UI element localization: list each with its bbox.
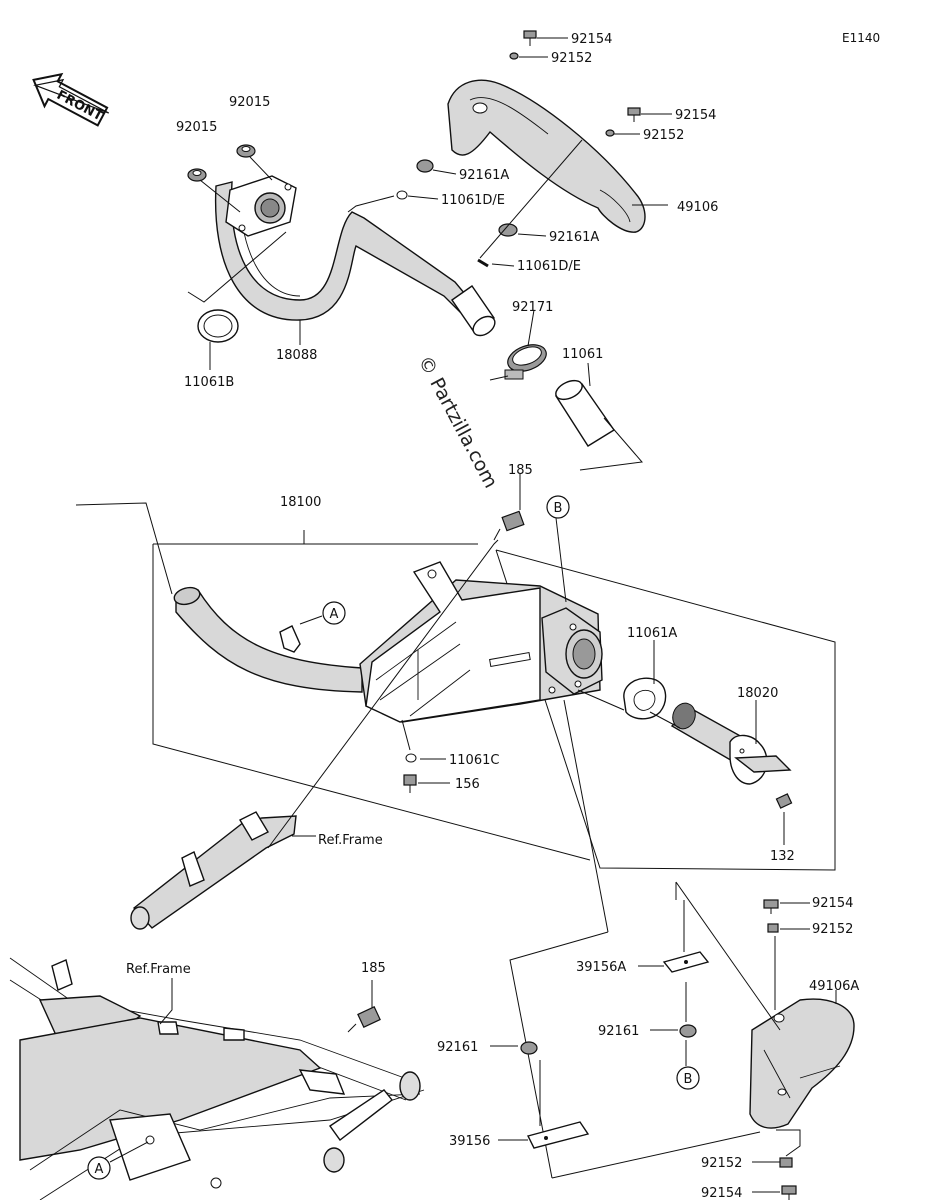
callout-92152: 92152 [643, 128, 684, 143]
diagram-code: E1140 [842, 31, 880, 45]
svg-text:A: A [330, 607, 339, 622]
nut-92015-a [187, 168, 207, 182]
exhaust-flange [225, 175, 297, 237]
callout-49106a: 49106A [809, 979, 859, 994]
callout-18020: 18020 [737, 686, 778, 701]
callout-39156: 39156 [449, 1134, 490, 1149]
callout-92154: 92154 [701, 1186, 742, 1200]
callout-92154: 92154 [675, 108, 716, 123]
callout-92152: 92152 [551, 51, 592, 66]
marker-a-lower: A [87, 1156, 111, 1180]
grommet-92161-left [520, 1041, 538, 1055]
bolt-185-bottom [347, 1006, 381, 1033]
muffler-end-cap [541, 607, 603, 695]
bolt-92154-r1 [763, 899, 779, 914]
bike-frame [9, 957, 425, 1200]
washer-92152-r2 [779, 1157, 793, 1168]
callout-185: 185 [508, 463, 533, 478]
callout-156: 156 [455, 777, 480, 792]
washer-11061c [405, 753, 417, 763]
bolt-156 [403, 774, 417, 793]
callout-49106: 49106 [677, 200, 718, 215]
nut-92015-b [236, 144, 256, 158]
gasket-11061a [623, 677, 667, 720]
callout-92161: 92161 [598, 1024, 639, 1039]
callout-185: 185 [361, 961, 386, 976]
heat-guard-49106 [447, 79, 646, 233]
heat-guard-49106a [749, 998, 855, 1129]
collar-11061de-2 [477, 258, 489, 268]
callout-92154: 92154 [571, 32, 612, 47]
washer-92152-mid [605, 129, 615, 137]
grommet-92161a-2 [498, 223, 518, 237]
callout-92152: 92152 [701, 1156, 742, 1171]
clamp-92171 [489, 344, 547, 381]
plate-39156a [662, 951, 710, 973]
ref-frame-label: Ref.Frame [318, 833, 383, 848]
watermark: © Partzilla.com [414, 352, 502, 492]
callout-11061de: 11061D/E [517, 259, 581, 274]
callout-92152: 92152 [812, 922, 853, 937]
callout-92171: 92171 [512, 300, 553, 315]
front-arrow-icon: FRONT [32, 72, 110, 127]
bolt-92154-r2 [781, 1185, 797, 1200]
svg-text:A: A [95, 1162, 104, 1177]
muffler-body [359, 561, 601, 723]
collar-11061de-1 [396, 190, 408, 200]
callout-92161a: 92161A [549, 230, 599, 245]
callout-labels: 92154 92152 92154 92152 92015 92015 9216… [126, 32, 859, 1200]
connector-pipe [173, 586, 363, 693]
bolt-92154-top [523, 30, 537, 46]
callout-18088: 18088 [276, 348, 317, 363]
washer-92152-top [509, 52, 519, 60]
callout-11061b: 11061B [184, 375, 234, 390]
gasket-11061b [197, 309, 239, 343]
callout-39156a: 39156A [576, 960, 626, 975]
grommet-92161a-1 [416, 159, 434, 173]
pipe-bracket [279, 625, 301, 653]
spark-arrester-18020 [670, 702, 792, 785]
bolt-185-top [493, 510, 525, 541]
pipe-end [451, 285, 496, 337]
callout-92161a: 92161A [459, 168, 509, 183]
callout-11061c: 11061C [449, 753, 499, 768]
washer-92152-r1 [767, 923, 779, 933]
marker-b-upper: B [546, 495, 570, 519]
callout-132: 132 [770, 849, 795, 864]
callout-92015: 92015 [176, 120, 217, 135]
callout-11061de: 11061D/E [441, 193, 505, 208]
frame-rail-upper [130, 811, 297, 930]
callout-92154: 92154 [812, 896, 853, 911]
callout-92161: 92161 [437, 1040, 478, 1055]
collar-11061 [554, 379, 615, 447]
ref-frame-label: Ref.Frame [126, 962, 191, 977]
grommet-92161-mid [679, 1024, 697, 1038]
callout-11061a: 11061A [627, 626, 677, 641]
marker-a-upper: A [322, 601, 346, 625]
callout-11061: 11061 [562, 347, 603, 362]
svg-text:B: B [554, 501, 563, 516]
svg-text:B: B [684, 1072, 693, 1087]
bolt-92154-mid [627, 107, 641, 122]
callout-92015: 92015 [229, 95, 270, 110]
callout-18100: 18100 [280, 495, 321, 510]
plate-39156 [526, 1121, 590, 1149]
bolt-132 [775, 793, 793, 809]
marker-b-lower: B [676, 1066, 700, 1090]
